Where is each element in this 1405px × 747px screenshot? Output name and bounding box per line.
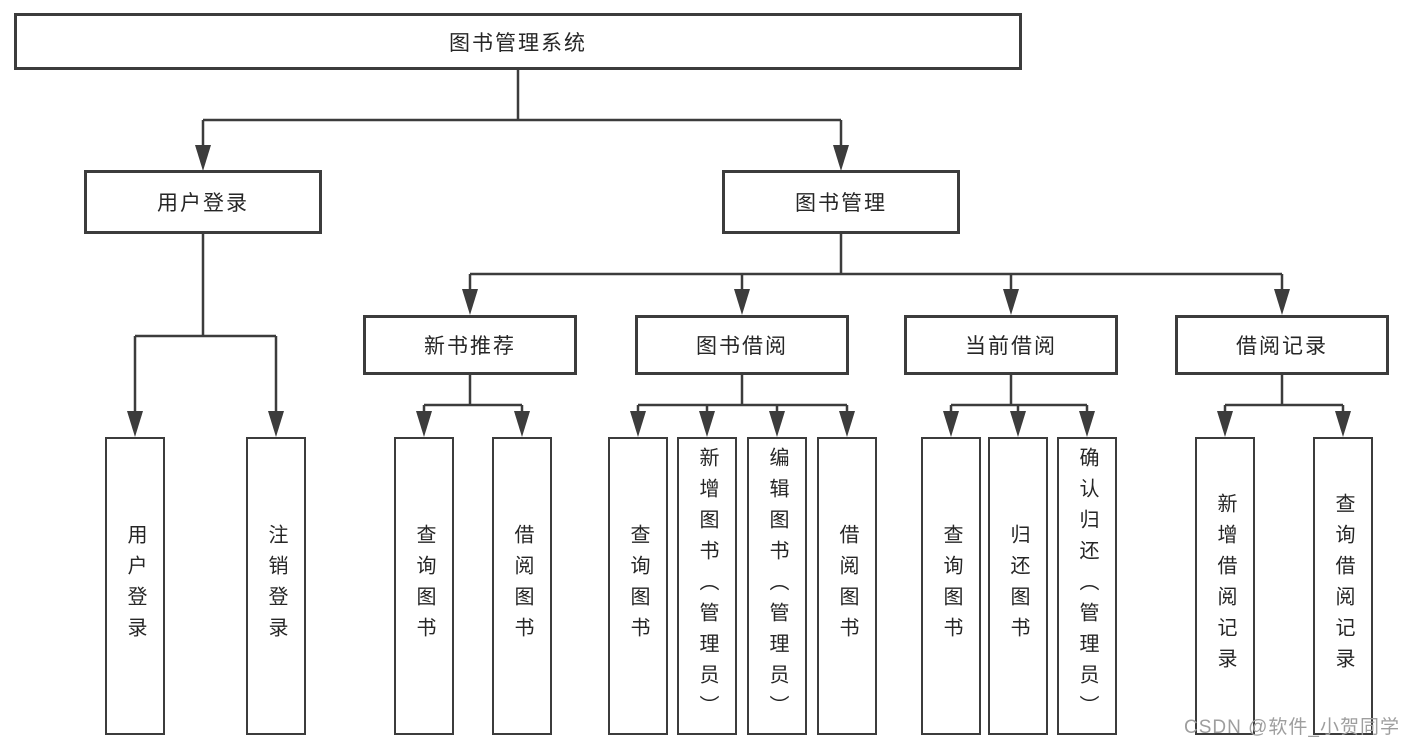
node-borrowing-records: 借阅记录 <box>1175 315 1389 375</box>
leaf-label: 新增图书（管理员） <box>696 446 718 726</box>
connector-records-to-leaves <box>1223 375 1345 413</box>
leaf-label: 用户登录 <box>124 524 146 648</box>
node-new-book-recommendation: 新书推荐 <box>363 315 577 375</box>
connector-recommend-to-leaves <box>422 375 524 413</box>
arrowheads-level2 <box>195 145 849 171</box>
connector-book-mgmt-to-level3 <box>468 234 1284 291</box>
leaf-label: 借阅图书 <box>836 524 858 648</box>
connector-user-login-to-leaves <box>133 234 278 413</box>
leaf-label: 查询借阅记录 <box>1332 493 1354 679</box>
node-label: 新书推荐 <box>424 335 516 358</box>
leaf-return-books: 归还图书 <box>988 437 1048 735</box>
watermark-csdn: CSDN @软件_小贺同学 <box>1184 717 1400 738</box>
leaf-logout: 注销登录 <box>246 437 306 735</box>
leaf-query-books-borrowing: 查询图书 <box>608 437 668 735</box>
arrowheads-leaves <box>416 411 1351 437</box>
connector-current-to-leaves <box>949 375 1089 413</box>
node-book-borrowing: 图书借阅 <box>635 315 849 375</box>
leaf-confirm-return-admin: 确认归还（管理员） <box>1057 437 1117 735</box>
node-label: 图书借阅 <box>696 335 788 358</box>
node-label: 借阅记录 <box>1236 335 1328 358</box>
leaf-label: 编辑图书（管理员） <box>766 446 788 726</box>
leaf-add-borrow-record: 新增借阅记录 <box>1195 437 1255 735</box>
connector-borrowing-to-leaves <box>636 375 849 413</box>
connector-root-to-level2 <box>201 70 843 146</box>
node-label: 图书管理系统 <box>449 31 587 55</box>
leaf-label: 新增借阅记录 <box>1214 493 1236 679</box>
node-current-borrowing: 当前借阅 <box>904 315 1118 375</box>
node-book-management: 图书管理 <box>722 170 960 234</box>
node-label: 图书管理 <box>795 192 887 215</box>
leaf-label: 查询图书 <box>627 524 649 648</box>
leaf-query-books-recommendation: 查询图书 <box>394 437 454 735</box>
leaf-borrow-books-recommendation: 借阅图书 <box>492 437 552 735</box>
leaf-borrow-books-borrowing: 借阅图书 <box>817 437 877 735</box>
leaf-add-books-admin: 新增图书（管理员） <box>677 437 737 735</box>
arrowheads-level3 <box>462 289 1290 315</box>
leaf-query-borrow-record: 查询借阅记录 <box>1313 437 1373 735</box>
arrowheads-user-login-leaves <box>127 411 284 437</box>
node-label: 当前借阅 <box>965 335 1057 358</box>
leaf-label: 归还图书 <box>1007 524 1029 648</box>
leaf-label: 查询图书 <box>413 524 435 648</box>
leaf-label: 确认归还（管理员） <box>1076 446 1098 726</box>
leaf-user-login: 用户登录 <box>105 437 165 735</box>
leaf-label: 借阅图书 <box>511 524 533 648</box>
leaf-label: 查询图书 <box>940 524 962 648</box>
leaf-label: 注销登录 <box>265 524 287 648</box>
node-library-management-system: 图书管理系统 <box>14 13 1022 70</box>
node-label: 用户登录 <box>157 192 249 215</box>
leaf-edit-books-admin: 编辑图书（管理员） <box>747 437 807 735</box>
node-user-login: 用户登录 <box>84 170 322 234</box>
leaf-query-books-current: 查询图书 <box>921 437 981 735</box>
